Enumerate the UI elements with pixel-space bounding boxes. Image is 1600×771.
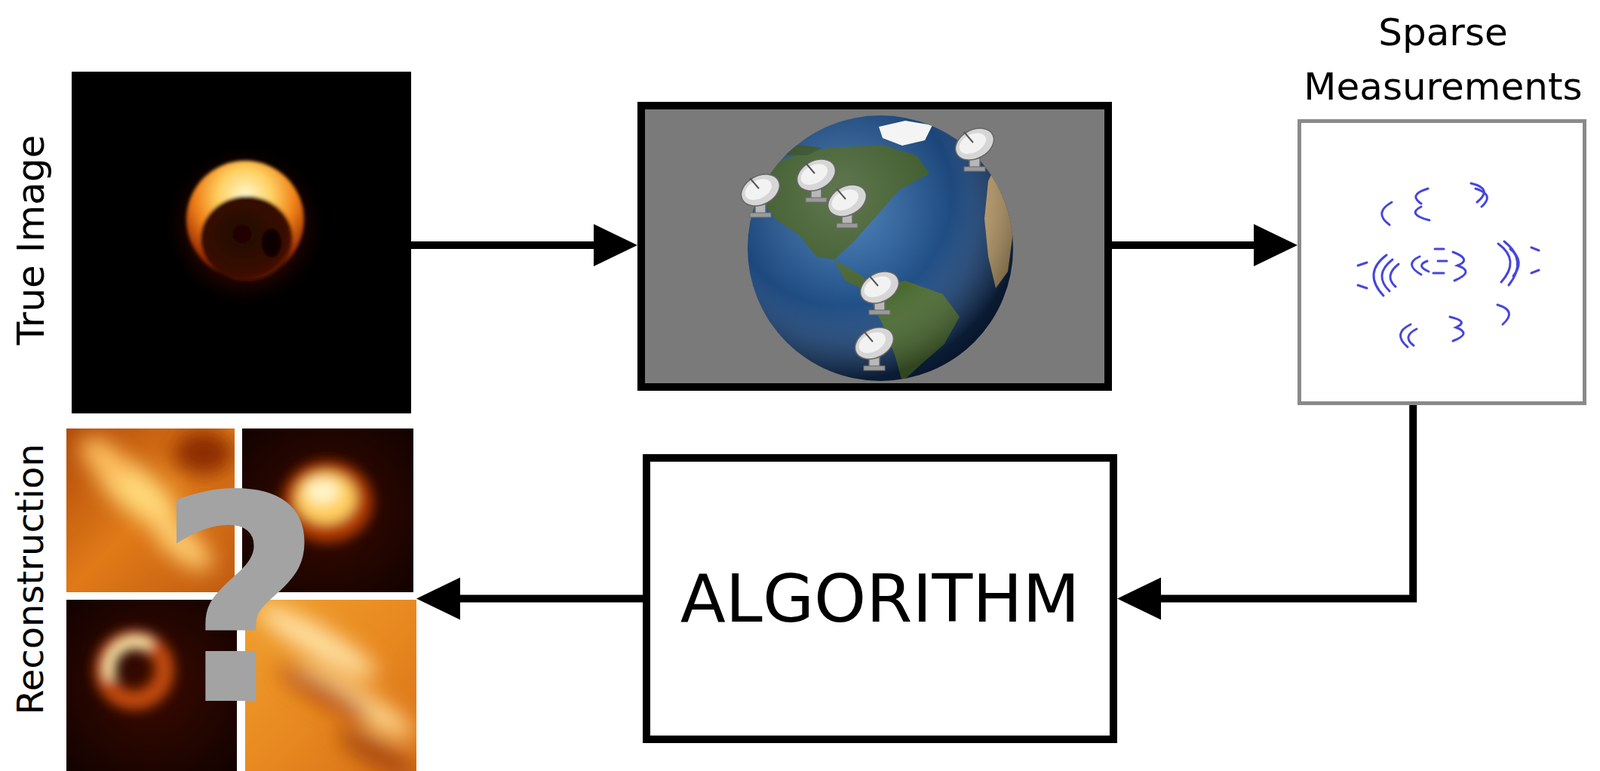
- reconstruction-tiles-part-part: [104, 639, 165, 701]
- black-hole-image-part-part: [200, 196, 293, 281]
- uv-coverage-part: [1498, 243, 1511, 283]
- uv-coverage-part: [1497, 304, 1510, 325]
- reconstruction-tiles-part-part-part: [331, 721, 417, 771]
- uv-coverage-part: [1437, 260, 1447, 263]
- flow-arrow-part: [1253, 224, 1298, 267]
- uv-coverage-part: [1504, 241, 1518, 286]
- uv-coverage-part: [1373, 254, 1387, 296]
- earth-telescope-panel-part: [949, 122, 1000, 172]
- earth-telescope-panel: [641, 105, 1109, 387]
- panel-label: Reconstruction: [9, 443, 53, 715]
- connector-arrow: [1117, 405, 1413, 621]
- black-hole-image-part: [186, 160, 305, 281]
- connector-arrow: [416, 577, 643, 621]
- image-panel: True Image: [71, 71, 412, 414]
- uv-coverage-part: [1531, 247, 1539, 251]
- black-hole-image-part: [160, 141, 330, 311]
- black-hole-image-part: [71, 71, 412, 414]
- earth-telescope-panel-part: [822, 178, 873, 228]
- uv-coverage-part: [1434, 248, 1444, 251]
- black-hole-image-part-part: [261, 228, 282, 258]
- flow-arrow: [1111, 224, 1298, 267]
- uv-coverage-part: [1475, 188, 1487, 207]
- uv-coverage-part: [1415, 206, 1430, 221]
- uv-coverage-part: [1357, 262, 1367, 266]
- measurement-box: Sparse Measurements: [1297, 119, 1587, 406]
- question-mark: ?: [156, 458, 323, 746]
- earth-telescope-panel-part: [747, 115, 1014, 381]
- uv-coverage-part: [1357, 285, 1367, 289]
- black-hole-image: [71, 71, 412, 414]
- arrow-head: [1117, 577, 1161, 621]
- flow-arrow: [411, 224, 638, 267]
- uv-coverage-part: [1471, 183, 1484, 203]
- flow-arrow-part: [1111, 241, 1256, 249]
- earth-telescope-panel-part: [641, 105, 1109, 387]
- uv-coverage-part: [1411, 256, 1422, 275]
- uv-coverage-part: [1408, 328, 1417, 346]
- uv-coverage: [1357, 183, 1539, 348]
- earth-telescope-panel-part: [747, 115, 1014, 381]
- earth-telescope-panel-part: [854, 265, 905, 315]
- uv-coverage-part: [1452, 251, 1466, 281]
- uv-coverage-part: [1381, 202, 1392, 225]
- uv-coverage-part: [1415, 188, 1429, 204]
- uv-coverage-part: [1421, 261, 1429, 272]
- arrow-head: [416, 577, 461, 621]
- reconstruction-tiles: [66, 428, 423, 771]
- uv-coverage-part: [1449, 316, 1464, 341]
- uv-coverage-part: [1390, 264, 1399, 287]
- earth-telescope-panel-part: [849, 321, 900, 371]
- process-label: ALGORITHM: [680, 558, 1081, 639]
- earth-telescope-panel-part: [735, 168, 786, 218]
- reconstruction-tiles-part-part-part: [73, 429, 139, 492]
- process-box: ALGORITHM: [642, 454, 1118, 744]
- uv-coverage-part: [1510, 248, 1519, 277]
- connector-line: [458, 595, 643, 603]
- connector-line: [1159, 405, 1413, 599]
- panel-label: True Image: [8, 135, 54, 346]
- uv-coverage-part: [1531, 270, 1539, 274]
- reconstruction-tiles-part-part-part: [110, 641, 151, 679]
- uv-coverage-part: [1433, 272, 1444, 275]
- reconstruction-tiles-part-part-part: [104, 639, 165, 701]
- box-heading: Sparse Measurements: [1292, 5, 1594, 114]
- flow-arrow-part: [593, 224, 638, 267]
- flow-arrow-part: [411, 241, 596, 249]
